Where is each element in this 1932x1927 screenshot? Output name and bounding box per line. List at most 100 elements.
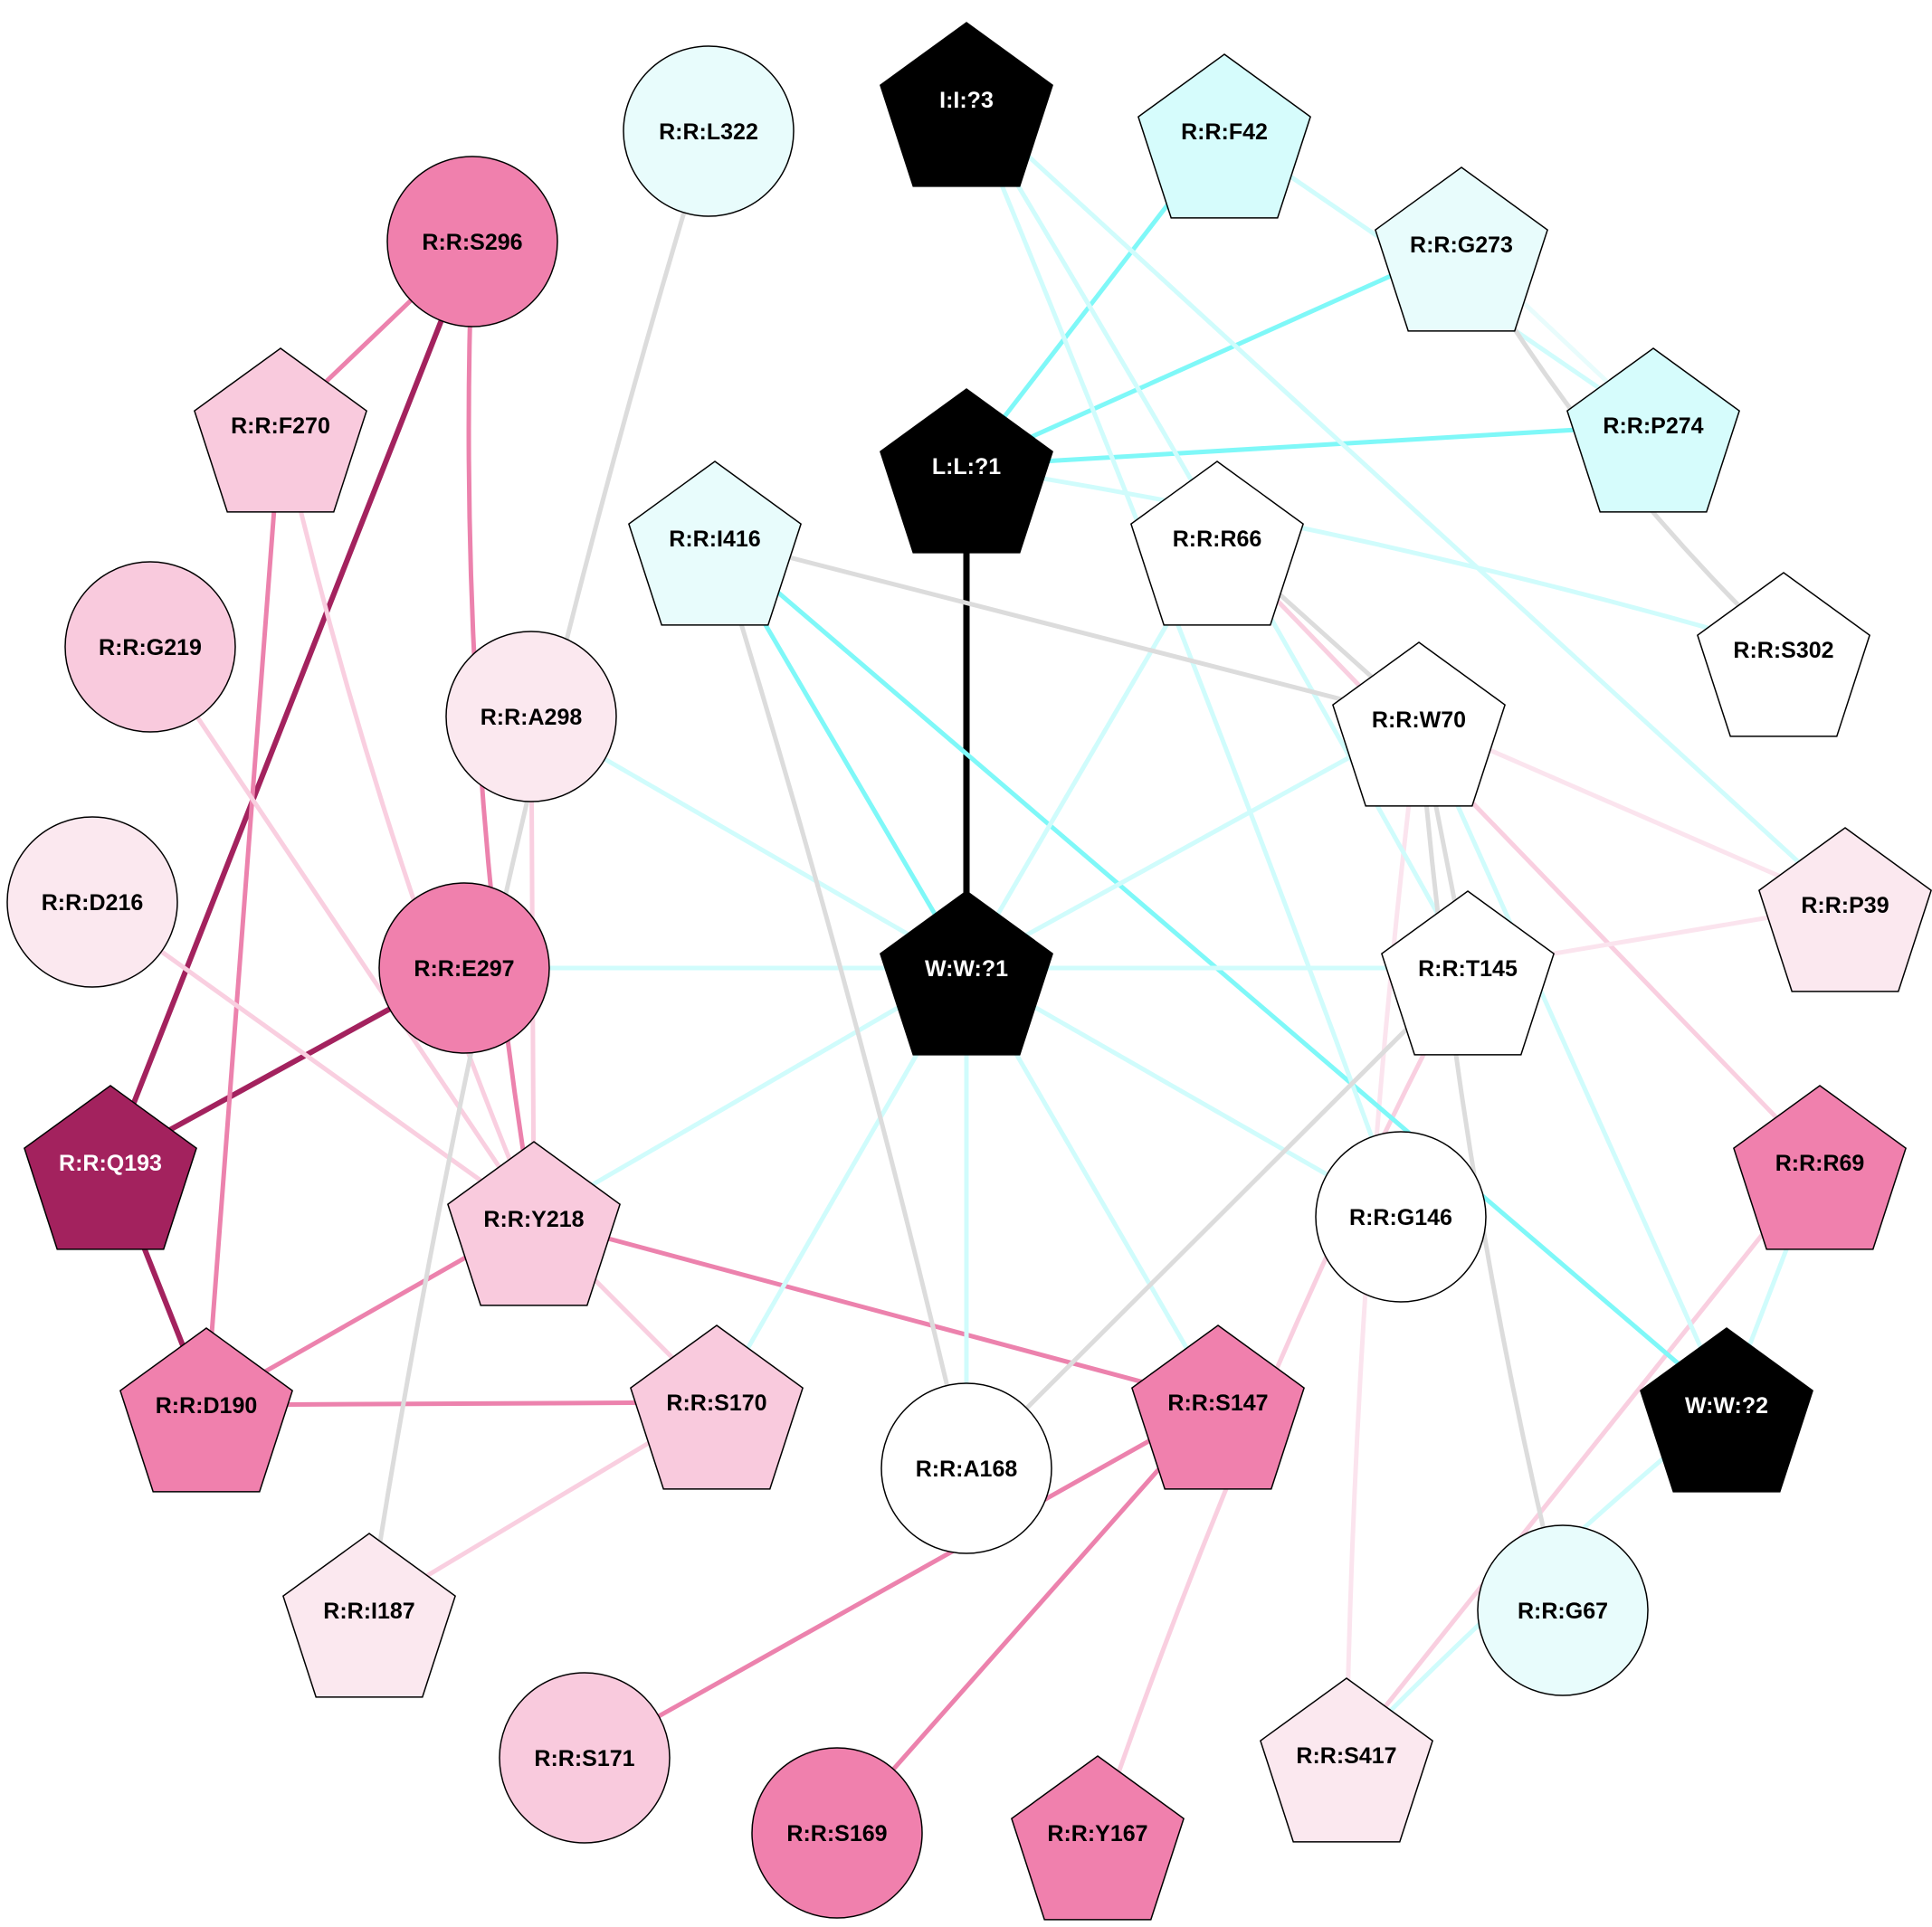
node-shape-circle [386,156,558,327]
node-label: R:R:T145 [1418,956,1518,982]
node-ll1[interactable]: L:L:?1 [880,388,1053,554]
node-rry167[interactable]: R:R:Y167 [1011,1755,1185,1921]
node-shape-circle [623,45,795,217]
node-shape-pentagon [1375,166,1548,332]
node-rri187[interactable]: R:R:I187 [282,1533,456,1698]
node-label: R:R:A168 [916,1457,1018,1482]
node-shape-pentagon [1130,460,1304,626]
node-label: R:R:Y167 [1047,1821,1147,1846]
edge-RRL322-RRI187 [366,128,711,1613]
node-rrr66[interactable]: R:R:R66 [1130,460,1304,626]
node-shape-pentagon [282,1533,456,1698]
node-shape-pentagon [1011,1755,1185,1921]
edge-RRD190-RRS170 [204,1400,719,1408]
edge-RRW70-WW2 [1416,717,1729,1408]
edge-RRF270-RRD190 [204,422,283,1408]
node-shape-pentagon [628,460,802,626]
node-rrs417[interactable]: R:R:S417 [1260,1677,1433,1843]
node-ww1[interactable]: W:W:?1 [880,890,1053,1056]
node-rrp39[interactable]: R:R:P39 [1758,827,1932,992]
node-shape-pentagon [1381,890,1555,1056]
node-rri416[interactable]: R:R:I416 [628,460,802,626]
edge-RRD216-RRY218 [90,899,537,1221]
node-label: W:W:?1 [925,956,1008,982]
node-label: R:R:S147 [1167,1391,1268,1416]
node-shape-pentagon [1131,1324,1305,1490]
node-shape-pentagon [1260,1677,1433,1843]
node-rra168[interactable]: R:R:A168 [880,1382,1052,1554]
node-label: R:R:P274 [1603,413,1703,439]
node-rrr69[interactable]: R:R:R69 [1733,1085,1907,1250]
node-rrf42[interactable]: R:R:F42 [1137,53,1311,219]
node-shape-pentagon [1332,641,1506,807]
node-shape-circle [64,561,236,733]
node-rrd190[interactable]: R:R:D190 [119,1327,293,1493]
edge-RRR69-RRS417 [1344,1160,1823,1758]
edge-RRR66-RRR69 [1214,536,1823,1165]
node-rrf270[interactable]: R:R:F270 [194,347,367,513]
edge-II3-RRG146 [964,97,1404,1220]
edge-RRI416-RRW70 [712,536,1422,722]
node-shape-pentagon [1758,827,1932,992]
node-label: R:R:R66 [1173,527,1262,552]
node-rrs296[interactable]: R:R:S296 [386,156,558,327]
node-label: R:R:S170 [666,1391,766,1416]
edge-LL1-RRS302 [964,463,1786,652]
edge-RRS147-RRS171 [582,1400,1221,1761]
edge-RRS147-RRS169 [834,1400,1221,1836]
node-shape-pentagon [447,1141,621,1306]
node-rrg219[interactable]: R:R:G219 [64,561,236,733]
node-rrw70[interactable]: R:R:W70 [1332,641,1506,807]
edge-RRI416-RRA168 [712,536,969,1471]
edge-RRG273-LL1 [964,242,1464,469]
node-shape-circle [499,1672,671,1844]
node-rrs169[interactable]: R:R:S169 [751,1747,923,1919]
node-rrq193[interactable]: R:R:Q193 [24,1085,197,1250]
edge-RRF270-RRY218 [278,422,537,1221]
node-label: W:W:?2 [1685,1393,1768,1419]
edge-RRW70-RRG67 [1416,717,1566,1613]
edge-RRW70-WW1 [964,717,1422,971]
node-label: R:R:S296 [422,230,522,255]
node-shape-circle [1315,1131,1487,1303]
edge-RRP274-LL1 [964,422,1656,469]
node-rrs147[interactable]: R:R:S147 [1131,1324,1305,1490]
node-label: R:R:D190 [156,1393,258,1419]
node-label: R:R:F270 [231,413,330,439]
node-label: R:R:L322 [659,119,758,145]
node-ww2[interactable]: W:W:?2 [1640,1327,1813,1493]
node-shape-pentagon [1733,1085,1907,1250]
node-shape-pentagon [1137,53,1311,219]
node-shape-pentagon [1566,347,1740,513]
node-rrs171[interactable]: R:R:S171 [499,1672,671,1844]
node-label: R:R:I187 [323,1599,414,1624]
node-shape-pentagon [1640,1327,1813,1493]
node-rrg146[interactable]: R:R:G146 [1315,1131,1487,1303]
node-rrl322[interactable]: R:R:L322 [623,45,795,217]
node-ii3[interactable]: I:I:?3 [880,22,1053,187]
node-rrp274[interactable]: R:R:P274 [1566,347,1740,513]
node-label: R:R:E297 [414,956,514,982]
node-label: R:R:D216 [42,890,144,916]
node-rrg273[interactable]: R:R:G273 [1375,166,1548,332]
node-shape-pentagon [119,1327,293,1493]
node-rrt145[interactable]: R:R:T145 [1381,890,1555,1056]
node-rrg67[interactable]: R:R:G67 [1477,1524,1649,1696]
edge-RRS296-RRQ193 [108,239,475,1165]
node-shape-circle [6,816,178,988]
edge-RRT145-RRA168 [964,965,1470,1471]
node-rra298[interactable]: R:R:A298 [445,631,617,802]
node-label: R:R:S169 [786,1821,887,1846]
node-rre297[interactable]: R:R:E297 [378,882,550,1054]
node-rrs170[interactable]: R:R:S170 [630,1324,804,1490]
edge-RRI416-WW2 [712,536,1729,1408]
node-shape-circle [751,1747,923,1919]
node-shape-pentagon [194,347,367,513]
node-rrd216[interactable]: R:R:D216 [6,816,178,988]
node-shape-circle [378,882,550,1054]
node-rry218[interactable]: R:R:Y218 [447,1141,621,1306]
node-rrs302[interactable]: R:R:S302 [1697,572,1870,737]
edge-RRG219-RRY218 [148,644,537,1221]
